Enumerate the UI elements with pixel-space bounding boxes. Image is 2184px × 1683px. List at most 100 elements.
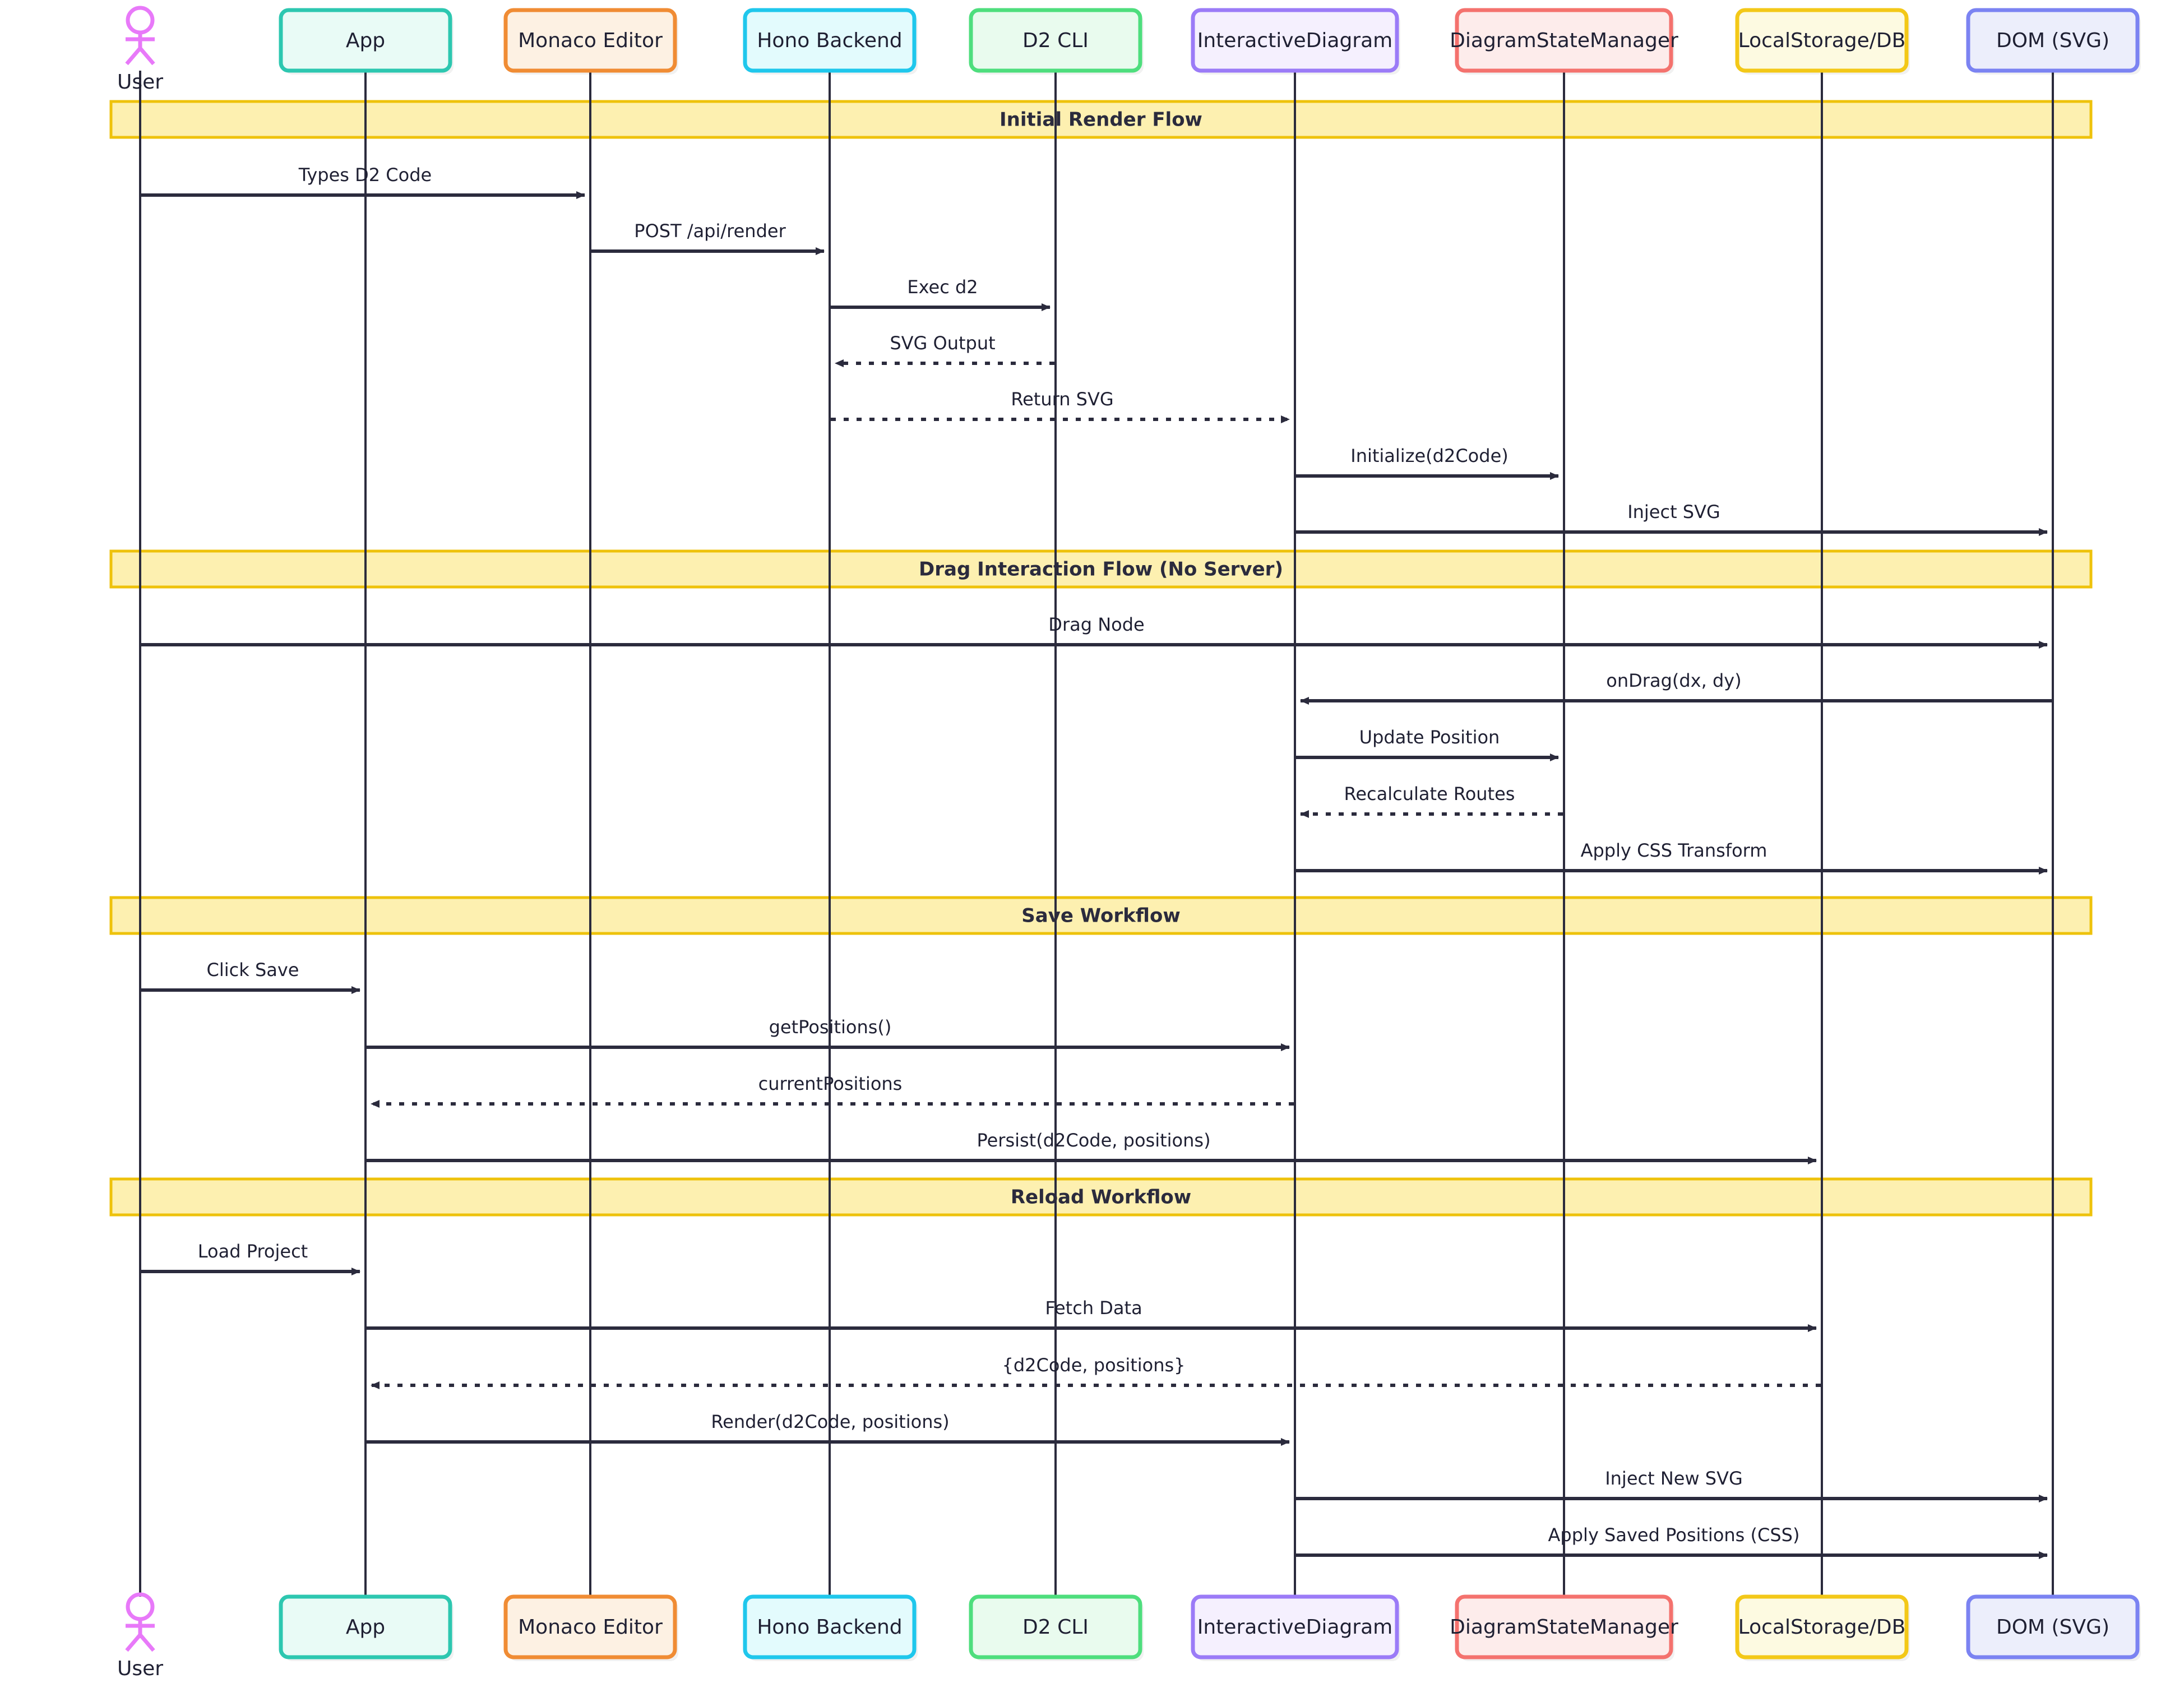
message-m13: Click Save [141, 959, 360, 994]
participant-box-rect[interactable] [969, 1594, 1142, 1659]
actor-head-icon [126, 6, 155, 35]
participant-box-rect[interactable] [1191, 1594, 1399, 1659]
actor-label-user: User [117, 71, 163, 94]
message-label: Load Project [198, 1241, 308, 1262]
message-m12: Apply CSS Transform [1296, 840, 2048, 875]
participant-boxes-bottom: User App Monaco Editor Hono Backend D2 CLI In… [117, 1592, 2141, 1680]
section-band-save: Save Workflow [109, 896, 2093, 935]
participant-box-rect[interactable] [1735, 8, 1909, 73]
participant-box-state-top[interactable]: DiagramStateManager [1450, 8, 1678, 75]
participant-box-dom-bottom[interactable]: DOM (SVG) [1966, 1594, 2141, 1661]
participant-box-state-bottom[interactable]: DiagramStateManager [1450, 1594, 1678, 1661]
participant-box-storage-top[interactable]: LocalStorage/DB [1735, 8, 1910, 75]
message-m09: onDrag(dx, dy) [1300, 670, 2052, 705]
message-label: Fetch Data [1045, 1297, 1142, 1319]
participant-box-interactive-top[interactable]: InteractiveDiagram [1191, 8, 1400, 75]
message-m19: {d2Code, positions} [371, 1354, 1821, 1389]
participant-box-monaco-top[interactable]: Monaco Editor [503, 8, 678, 75]
message-m22: Apply Saved Positions (CSS) [1296, 1524, 2048, 1559]
participant-box-rect[interactable] [1735, 1594, 1909, 1659]
message-m16: Persist(d2Code, positions) [367, 1130, 1817, 1164]
participant-box-label: D2 CLI [1022, 29, 1089, 52]
participant-box-rect[interactable] [969, 8, 1142, 73]
participant-box-app-top[interactable]: App [279, 8, 454, 75]
message-label: Recalculate Routes [1344, 783, 1515, 804]
participant-box-hono-top[interactable]: Hono Backend [743, 8, 918, 75]
participant-box-label: D2 CLI [1022, 1616, 1089, 1639]
section-band-rect [109, 549, 2093, 589]
participant-box-rect[interactable] [1455, 8, 1673, 73]
message-label: Types D2 Code [298, 164, 432, 186]
participant-box-label: DiagramStateManager [1450, 1616, 1678, 1639]
message-label: currentPositions [758, 1073, 903, 1094]
message-label: Exec d2 [907, 276, 978, 298]
message-label: getPositions() [769, 1016, 892, 1038]
message-m21: Inject New SVG [1296, 1468, 2048, 1502]
message-m11: Recalculate Routes [1300, 783, 1563, 818]
participant-box-label: Monaco Editor [518, 1616, 663, 1639]
message-label: Return SVG [1011, 389, 1113, 410]
participant-box-rect[interactable] [743, 8, 917, 73]
participant-box-label: InteractiveDiagram [1197, 29, 1393, 52]
participant-box-interactive-bottom[interactable]: InteractiveDiagram [1191, 1594, 1400, 1661]
participant-box-d2cli-bottom[interactable]: D2 CLI [969, 1594, 1144, 1661]
participant-box-monaco-bottom[interactable]: Monaco Editor [503, 1594, 678, 1661]
participant-box-dom-top[interactable]: DOM (SVG) [1966, 8, 2141, 75]
section-band-reload: Reload Workflow [109, 1177, 2093, 1217]
participant-box-label: LocalStorage/DB [1738, 1616, 1906, 1639]
message-m08: Drag Node [141, 614, 2048, 649]
section-band-rect [109, 1177, 2093, 1217]
actor-right-leg-icon [138, 47, 155, 66]
section-band-rect [109, 100, 2093, 139]
participant-box-rect[interactable] [1191, 8, 1399, 73]
message-m17: Load Project [141, 1241, 360, 1275]
participant-box-label: Monaco Editor [518, 29, 663, 52]
participant-box-rect[interactable] [503, 1594, 677, 1659]
message-label: {d2Code, positions} [1002, 1354, 1185, 1376]
message-label: Update Position [1359, 727, 1500, 748]
message-label: Inject New SVG [1605, 1468, 1743, 1489]
message-m02: POST /api/render [591, 220, 825, 255]
actor-user-top: User [117, 6, 163, 94]
message-m10: Update Position [1296, 727, 1559, 761]
message-m01: Types D2 Code [141, 164, 585, 199]
participant-box-label: App [346, 1616, 385, 1639]
message-m15: currentPositions [371, 1073, 1294, 1108]
message-label: Click Save [207, 959, 299, 981]
section-band-label: Initial Render Flow [1000, 109, 1202, 131]
actor-label-user: User [117, 1657, 163, 1680]
participant-box-label: DOM (SVG) [1996, 1616, 2109, 1639]
section-band-label: Drag Interaction Flow (No Server) [919, 558, 1283, 581]
message-m20: Render(d2Code, positions) [367, 1411, 1290, 1446]
message-m03: Exec d2 [831, 276, 1051, 311]
participant-box-rect[interactable] [743, 1594, 917, 1659]
message-m04: SVG Output [835, 332, 1054, 367]
message-label: Apply CSS Transform [1581, 840, 1767, 861]
lifelines-layer [139, 71, 2054, 1597]
participant-box-app-bottom[interactable]: App [279, 1594, 454, 1661]
participant-box-rect[interactable] [503, 8, 677, 73]
message-label: POST /api/render [634, 220, 786, 242]
participant-box-storage-bottom[interactable]: LocalStorage/DB [1735, 1594, 1910, 1661]
participant-box-rect[interactable] [1455, 1594, 1673, 1659]
participant-box-d2cli-top[interactable]: D2 CLI [969, 8, 1144, 75]
participant-box-rect[interactable] [279, 8, 452, 73]
participant-box-label: Hono Backend [757, 1616, 902, 1639]
message-m05: Return SVG [831, 389, 1290, 423]
section-band-label: Save Workflow [1021, 905, 1181, 927]
participant-box-rect[interactable] [1966, 1594, 2140, 1659]
message-label: onDrag(dx, dy) [1606, 670, 1741, 691]
message-label: Initialize(d2Code) [1350, 445, 1508, 466]
message-m06: Initialize(d2Code) [1296, 445, 1559, 480]
participant-box-label: App [346, 29, 385, 52]
message-m07: Inject SVG [1296, 501, 2048, 536]
participant-box-hono-bottom[interactable]: Hono Backend [743, 1594, 918, 1661]
message-m14: getPositions() [367, 1016, 1290, 1051]
actor-left-leg-icon [125, 1633, 142, 1652]
participant-box-rect[interactable] [1966, 8, 2140, 73]
participant-box-rect[interactable] [279, 1594, 452, 1659]
message-label: Inject SVG [1627, 501, 1720, 523]
